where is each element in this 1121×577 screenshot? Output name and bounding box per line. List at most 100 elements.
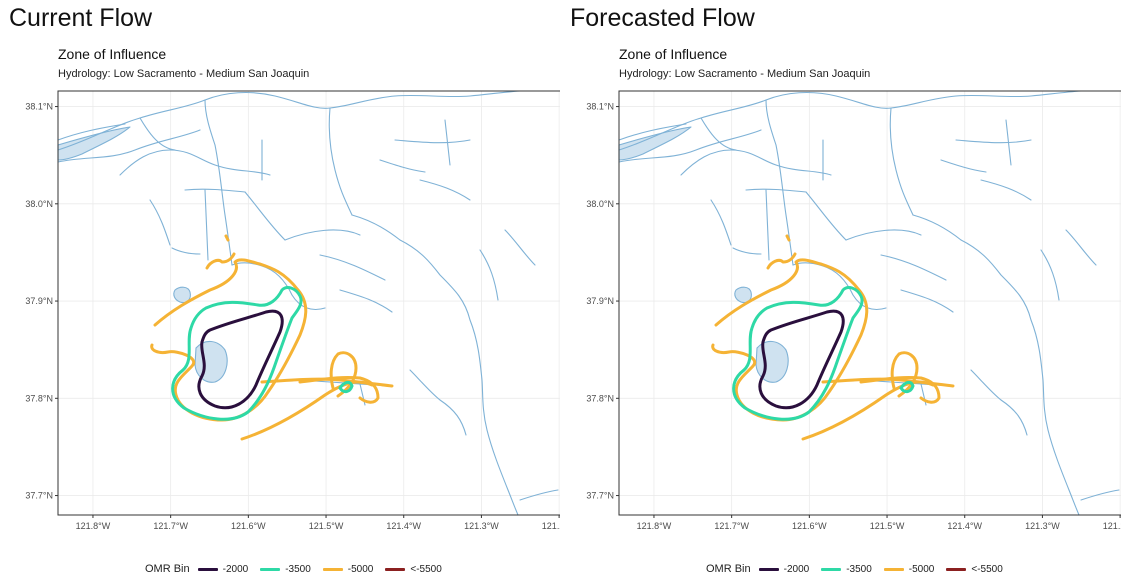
omr-contour <box>205 252 236 270</box>
river-channel <box>889 107 914 216</box>
river-channel <box>504 229 536 266</box>
river-channel <box>319 254 386 281</box>
legend-key <box>883 567 904 571</box>
river-channel <box>379 159 426 173</box>
water-body <box>618 126 692 161</box>
y-tick-label: 38.1°N <box>25 102 53 112</box>
x-tick-label: 121.8°W <box>76 521 111 531</box>
panel-subtitle: Zone of Influence <box>58 46 167 62</box>
x-tick-label: 121.7°W <box>714 521 749 531</box>
x-tick-label: 121.3°W <box>464 521 499 531</box>
river-channel <box>1040 249 1060 301</box>
omr-contour <box>711 258 869 422</box>
river-channel <box>139 117 176 151</box>
omr-contour <box>240 380 374 441</box>
omr-contour <box>171 286 303 421</box>
map-frame <box>618 90 1121 516</box>
river-channel <box>419 179 471 201</box>
river-channel <box>171 247 201 255</box>
y-tick-label: 37.8°N <box>586 393 614 403</box>
y-tick-label: 38.0°N <box>586 199 614 209</box>
river-channel <box>399 239 519 516</box>
omr-contour <box>899 380 915 394</box>
river-channel <box>765 99 777 146</box>
river-channel <box>618 129 762 163</box>
river-channel <box>204 189 209 261</box>
omr-contour <box>298 376 380 404</box>
river-channel <box>732 247 762 255</box>
x-tick-label: 121.8°W <box>637 521 672 531</box>
panel-title: Forecasted Flow <box>570 4 755 32</box>
legend-label: -2000 <box>783 563 810 575</box>
legend-label: -5000 <box>347 563 374 575</box>
river-channel <box>700 117 737 151</box>
legend-label: <-5500 <box>410 563 442 575</box>
river-channel <box>204 99 216 146</box>
river-channel <box>1000 399 1028 436</box>
river-channel <box>955 139 1032 144</box>
river-channel <box>745 188 807 193</box>
panel-subtitle: Zone of Influence <box>619 46 728 62</box>
omr-contours <box>150 234 394 441</box>
y-tick-label: 37.9°N <box>25 296 53 306</box>
legend-key <box>322 567 343 571</box>
y-tick-label: 37.9°N <box>586 296 614 306</box>
legend-title: OMR Bin <box>706 563 751 575</box>
river-channel <box>845 229 922 241</box>
river-channel <box>214 144 233 266</box>
legend-item-2000: -2000 <box>758 563 810 575</box>
legend-item-5500: <-5500 <box>946 564 1003 575</box>
river-channel <box>775 144 794 266</box>
river-channel <box>519 489 559 501</box>
x-tick-label: 121.7°W <box>153 521 188 531</box>
river-channel <box>970 369 1002 401</box>
map-background <box>619 91 1121 515</box>
omr-legend: OMR Bin -2000 -3500 -5000 <-5500 <box>706 562 1015 576</box>
omr-contour <box>766 252 797 270</box>
river-channel <box>710 199 732 246</box>
hydrology-caption: Hydrology: Low Sacramento - Medium San J… <box>58 68 310 80</box>
legend-item-5000: -5000 <box>883 564 934 575</box>
legend-item-3500: -3500 <box>821 564 872 575</box>
river-channel <box>339 289 393 313</box>
legend-key <box>946 567 967 571</box>
river-channel <box>1080 489 1120 501</box>
river-channel <box>149 199 171 246</box>
x-tick-label: 121.5°W <box>870 521 905 531</box>
y-tick-label: 37.7°N <box>25 491 53 501</box>
x-tick-label: 121.2°W <box>542 521 560 531</box>
river-channel <box>57 123 126 141</box>
legend-label: -2000 <box>222 563 249 575</box>
x-tick-label: 121.6°W <box>792 521 827 531</box>
legend-item-5000: -5000 <box>322 563 374 575</box>
river-channel <box>880 254 947 281</box>
river-channel <box>284 229 361 241</box>
omr-contour <box>758 309 845 410</box>
omr-contour <box>859 376 941 404</box>
x-tick-label: 121.5°W <box>309 521 344 531</box>
waterways <box>57 90 559 516</box>
legend-key <box>821 567 842 571</box>
omr-contour <box>338 380 354 394</box>
x-tick-label: 121.2°W <box>1103 521 1121 531</box>
omr-contour <box>821 377 955 388</box>
river-channel <box>479 249 499 301</box>
map-frame <box>57 90 560 516</box>
omr-contour <box>224 234 230 242</box>
x-tick-label: 121.6°W <box>231 521 266 531</box>
omr-contours <box>711 234 955 441</box>
river-channel <box>1065 229 1097 266</box>
x-tick-label: 121.4°W <box>947 521 982 531</box>
y-tick-label: 37.7°N <box>586 491 614 501</box>
omr-contour <box>150 258 308 422</box>
river-channel <box>980 179 1032 201</box>
river-channel <box>439 399 467 436</box>
omr-contour <box>732 286 864 421</box>
river-channel <box>328 107 353 216</box>
legend-title: OMR Bin <box>145 563 190 575</box>
river-channel <box>618 123 687 141</box>
legend-key <box>758 567 779 571</box>
legend-item-2000: -2000 <box>197 563 249 575</box>
legend-item-3500: -3500 <box>260 564 311 575</box>
